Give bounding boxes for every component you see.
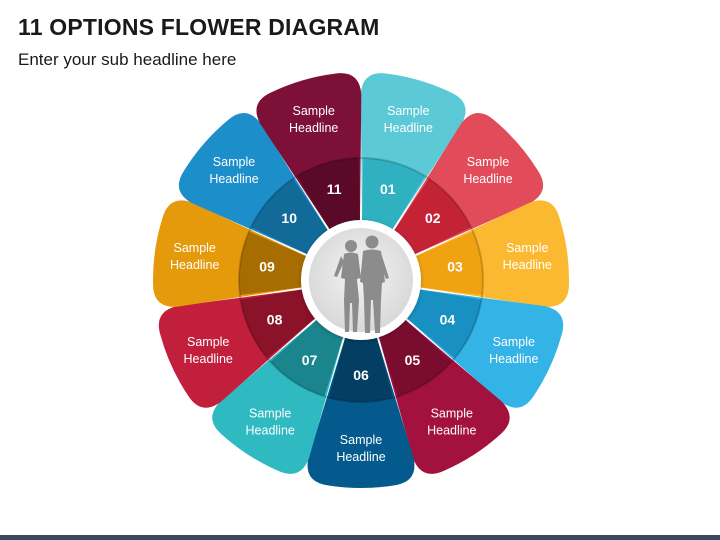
ring-segment-06 (328, 334, 394, 403)
bottom-bar (0, 535, 720, 540)
petal-number-07: 07 (302, 352, 318, 368)
ring-segment-11 (297, 158, 360, 233)
petal-06 (307, 334, 415, 488)
petal-number-11: 11 (327, 181, 342, 197)
ring-segment-08 (240, 289, 318, 359)
ring-segment-04 (404, 289, 482, 359)
petal-number-06: 06 (353, 367, 369, 383)
petal-number-10: 10 (281, 210, 297, 226)
petal-number-02: 02 (425, 210, 441, 226)
ring-segment-03 (412, 231, 484, 296)
ring-segment-10 (251, 178, 330, 256)
ring-segment-05 (377, 317, 452, 397)
petal-number-04: 04 (440, 312, 456, 328)
business-people-icon (334, 235, 389, 333)
petal-number-03: 03 (447, 259, 463, 275)
ring-segment-01 (362, 158, 425, 233)
ring-segment-02 (392, 178, 471, 256)
petal-number-09: 09 (259, 259, 275, 275)
page-title: 11 OPTIONS FLOWER DIAGRAM (18, 14, 380, 40)
petal-number-08: 08 (267, 312, 283, 328)
petal-number-05: 05 (405, 352, 421, 368)
page-subtitle: Enter your sub headline here (18, 50, 237, 69)
ring-segment-09 (238, 231, 310, 296)
petal-number-01: 01 (380, 181, 396, 197)
center-hub (301, 220, 421, 340)
ring-segment-07 (270, 317, 345, 397)
